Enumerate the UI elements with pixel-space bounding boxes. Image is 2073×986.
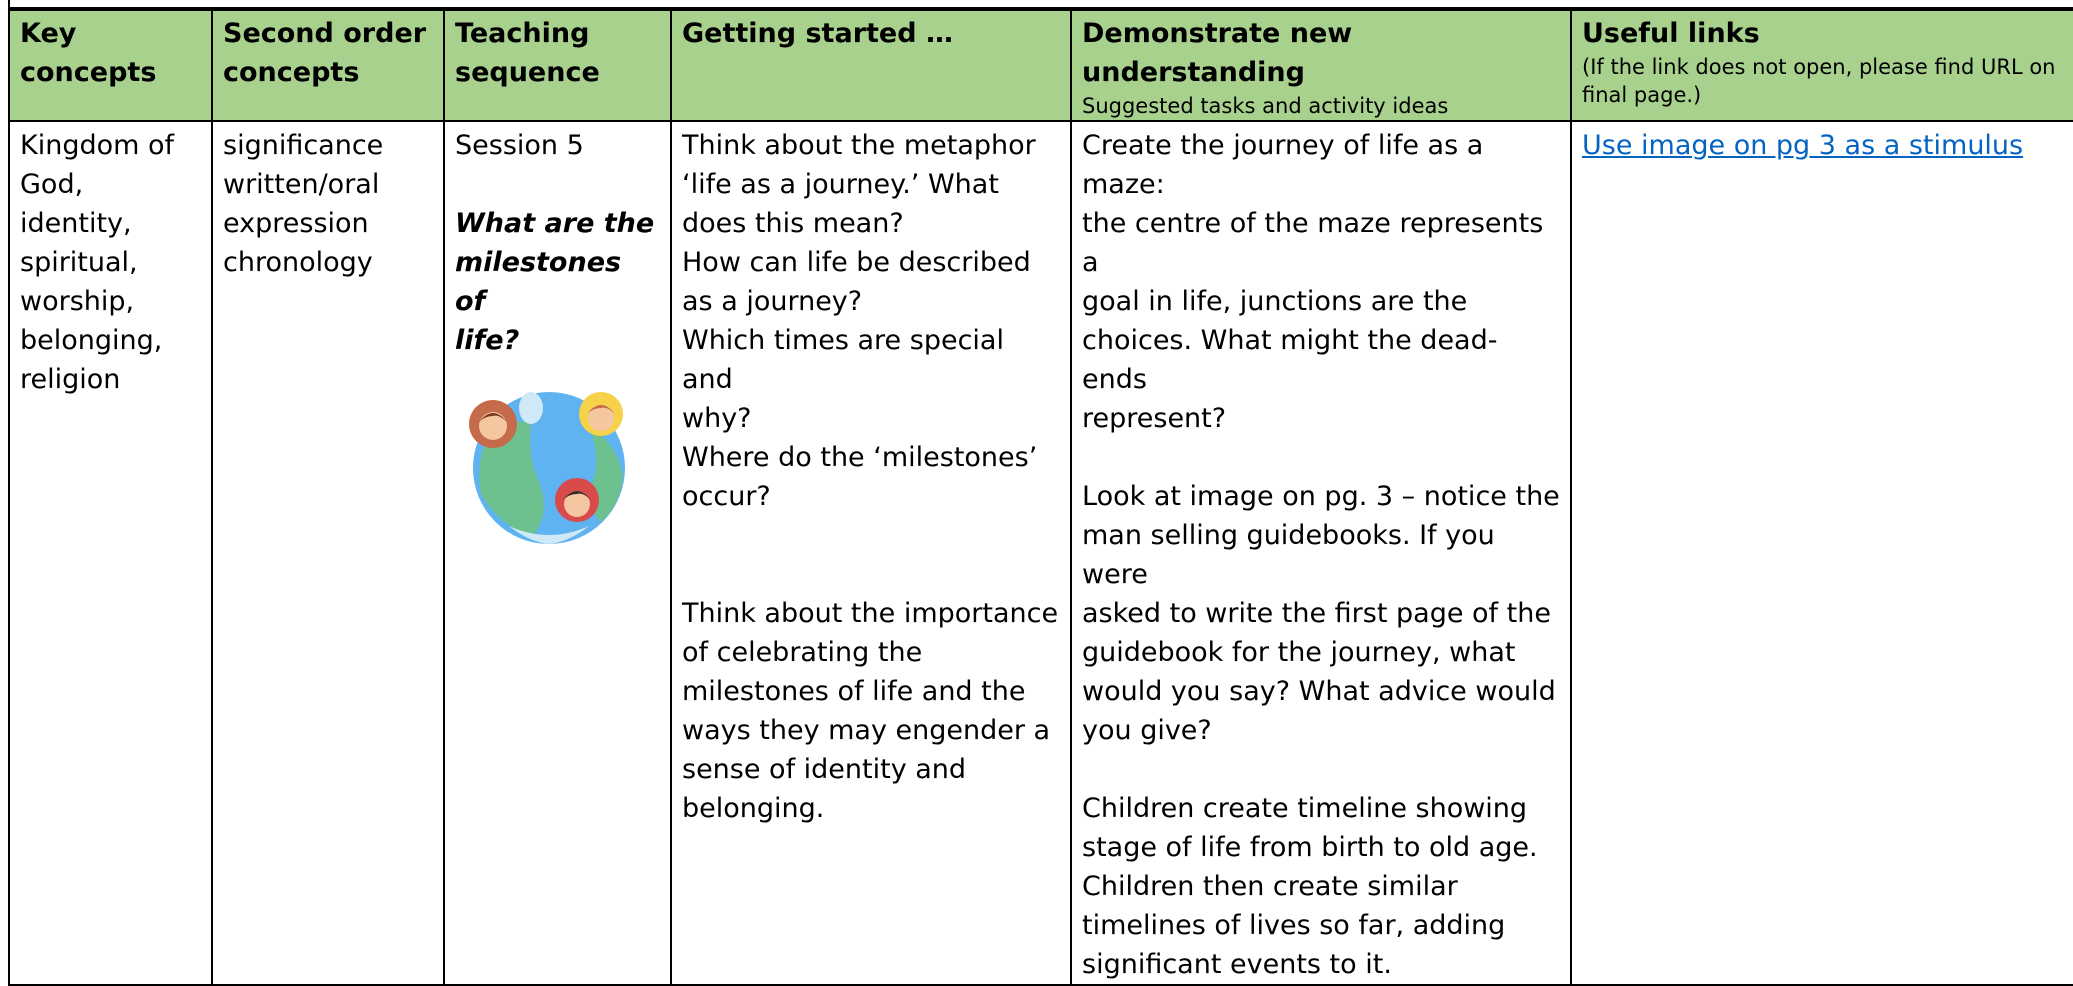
getting-started-line: why? bbox=[682, 403, 752, 434]
cell-useful-links: Use image on pg 3 as a stimulus bbox=[1570, 120, 2073, 986]
session-question: milestones of bbox=[455, 247, 631, 317]
header-key-concepts: Key concepts bbox=[8, 9, 213, 122]
getting-started-line: ‘life as a journey.’ What bbox=[682, 169, 999, 200]
header-title: Getting started … bbox=[682, 18, 953, 49]
demonstrate-line: would you say? What advice would bbox=[1082, 676, 1556, 707]
cell-second-order: significance written/oral expression chr… bbox=[211, 120, 445, 986]
stimulus-image-link[interactable]: Use image on pg 3 as a stimulus bbox=[1582, 130, 2024, 161]
document-page: Key concepts Second order concepts Teach… bbox=[8, 0, 2073, 986]
getting-started-line: milestones of life and the bbox=[682, 676, 1026, 707]
demonstrate-line: you give? bbox=[1082, 715, 1212, 746]
demonstrate-line: man selling guidebooks. If you were bbox=[1082, 520, 1504, 590]
globe-people-icon bbox=[469, 392, 625, 544]
header-title: Key concepts bbox=[20, 18, 157, 88]
demonstrate-line: guidebook for the journey, what bbox=[1082, 637, 1516, 668]
demonstrate-line: choices. What might the dead-ends bbox=[1082, 325, 1498, 395]
getting-started-line: occur? bbox=[682, 481, 771, 512]
getting-started-line: Which times are special and bbox=[682, 325, 1013, 395]
demonstrate-line: Look at image on pg. 3 – notice the bbox=[1082, 481, 1560, 512]
header-teaching-sequence: Teaching sequence bbox=[443, 9, 672, 122]
second-order-line: significance bbox=[223, 130, 384, 161]
header-title: Useful links bbox=[1582, 18, 1760, 49]
second-order-line: chronology bbox=[223, 247, 373, 278]
second-order-line: written/oral bbox=[223, 169, 380, 200]
key-concept-line: spiritual, bbox=[20, 247, 138, 278]
header-title: Teaching sequence bbox=[455, 18, 600, 88]
demonstrate-line: the centre of the maze represents a bbox=[1082, 208, 1552, 278]
getting-started-line: Think about the importance bbox=[682, 598, 1059, 629]
key-concept-line: identity, bbox=[20, 208, 132, 239]
getting-started-line: sense of identity and bbox=[682, 754, 967, 785]
getting-started-line: does this mean? bbox=[682, 208, 904, 239]
demonstrate-line: Children create timeline showing bbox=[1082, 793, 1528, 824]
demonstrate-line: stage of life from birth to old age. bbox=[1082, 832, 1538, 863]
lesson-plan-table: Key concepts Second order concepts Teach… bbox=[8, 9, 2073, 986]
header-row: Key concepts Second order concepts Teach… bbox=[8, 9, 2073, 122]
getting-started-line: How can life be described bbox=[682, 247, 1031, 278]
cell-getting-started: Think about the metaphor ‘life as a jour… bbox=[670, 120, 1072, 986]
demonstrate-line: goal in life, junctions are the bbox=[1082, 286, 1468, 317]
cell-teaching-sequence: Session 5 What are the milestones of lif… bbox=[443, 120, 672, 986]
header-demonstrate: Demonstrate new understanding Suggested … bbox=[1070, 9, 1572, 122]
demonstrate-line: asked to write the first page of the bbox=[1082, 598, 1551, 629]
header-getting-started: Getting started … bbox=[670, 9, 1072, 122]
getting-started-line: Where do the ‘milestones’ bbox=[682, 442, 1038, 473]
cell-key-concepts: Kingdom of God, identity, spiritual, wor… bbox=[8, 120, 213, 986]
previous-row-edge bbox=[8, 0, 2073, 9]
cell-demonstrate: Create the journey of life as a maze: th… bbox=[1070, 120, 1572, 986]
getting-started-line: ways they may engender a bbox=[682, 715, 1051, 746]
session-label: Session 5 bbox=[455, 130, 584, 161]
second-order-line: expression bbox=[223, 208, 369, 239]
header-useful-links: Useful links (If the link does not open,… bbox=[1570, 9, 2073, 122]
demonstrate-line: Children then create similar bbox=[1082, 871, 1458, 902]
getting-started-line: as a journey? bbox=[682, 286, 863, 317]
key-concept-line: God, bbox=[20, 169, 84, 200]
header-subtitle: Suggested tasks and activity ideas bbox=[1082, 94, 1449, 118]
demonstrate-line: represent? bbox=[1082, 403, 1227, 434]
header-title: Second order concepts bbox=[223, 18, 427, 88]
getting-started-line: belonging. bbox=[682, 793, 825, 824]
header-subtitle: (If the link does not open, please find … bbox=[1582, 55, 2056, 107]
session-row: Kingdom of God, identity, spiritual, wor… bbox=[8, 120, 2073, 986]
key-concept-line: belonging, bbox=[20, 325, 163, 356]
demonstrate-line: Create the journey of life as a maze: bbox=[1082, 130, 1492, 200]
session-question: What are the bbox=[455, 208, 655, 239]
demonstrate-line: timelines of lives so far, adding bbox=[1082, 910, 1506, 941]
key-concept-line: religion bbox=[20, 364, 121, 395]
getting-started-line: Think about the metaphor bbox=[682, 130, 1036, 161]
demonstrate-line: significant events to it. bbox=[1082, 949, 1392, 980]
session-question: life? bbox=[455, 325, 520, 356]
key-concept-line: Kingdom of bbox=[20, 130, 175, 161]
header-title: Demonstrate new understanding bbox=[1082, 18, 1353, 88]
key-concept-line: worship, bbox=[20, 286, 135, 317]
getting-started-line: of celebrating the bbox=[682, 637, 923, 668]
header-second-order: Second order concepts bbox=[211, 9, 445, 122]
